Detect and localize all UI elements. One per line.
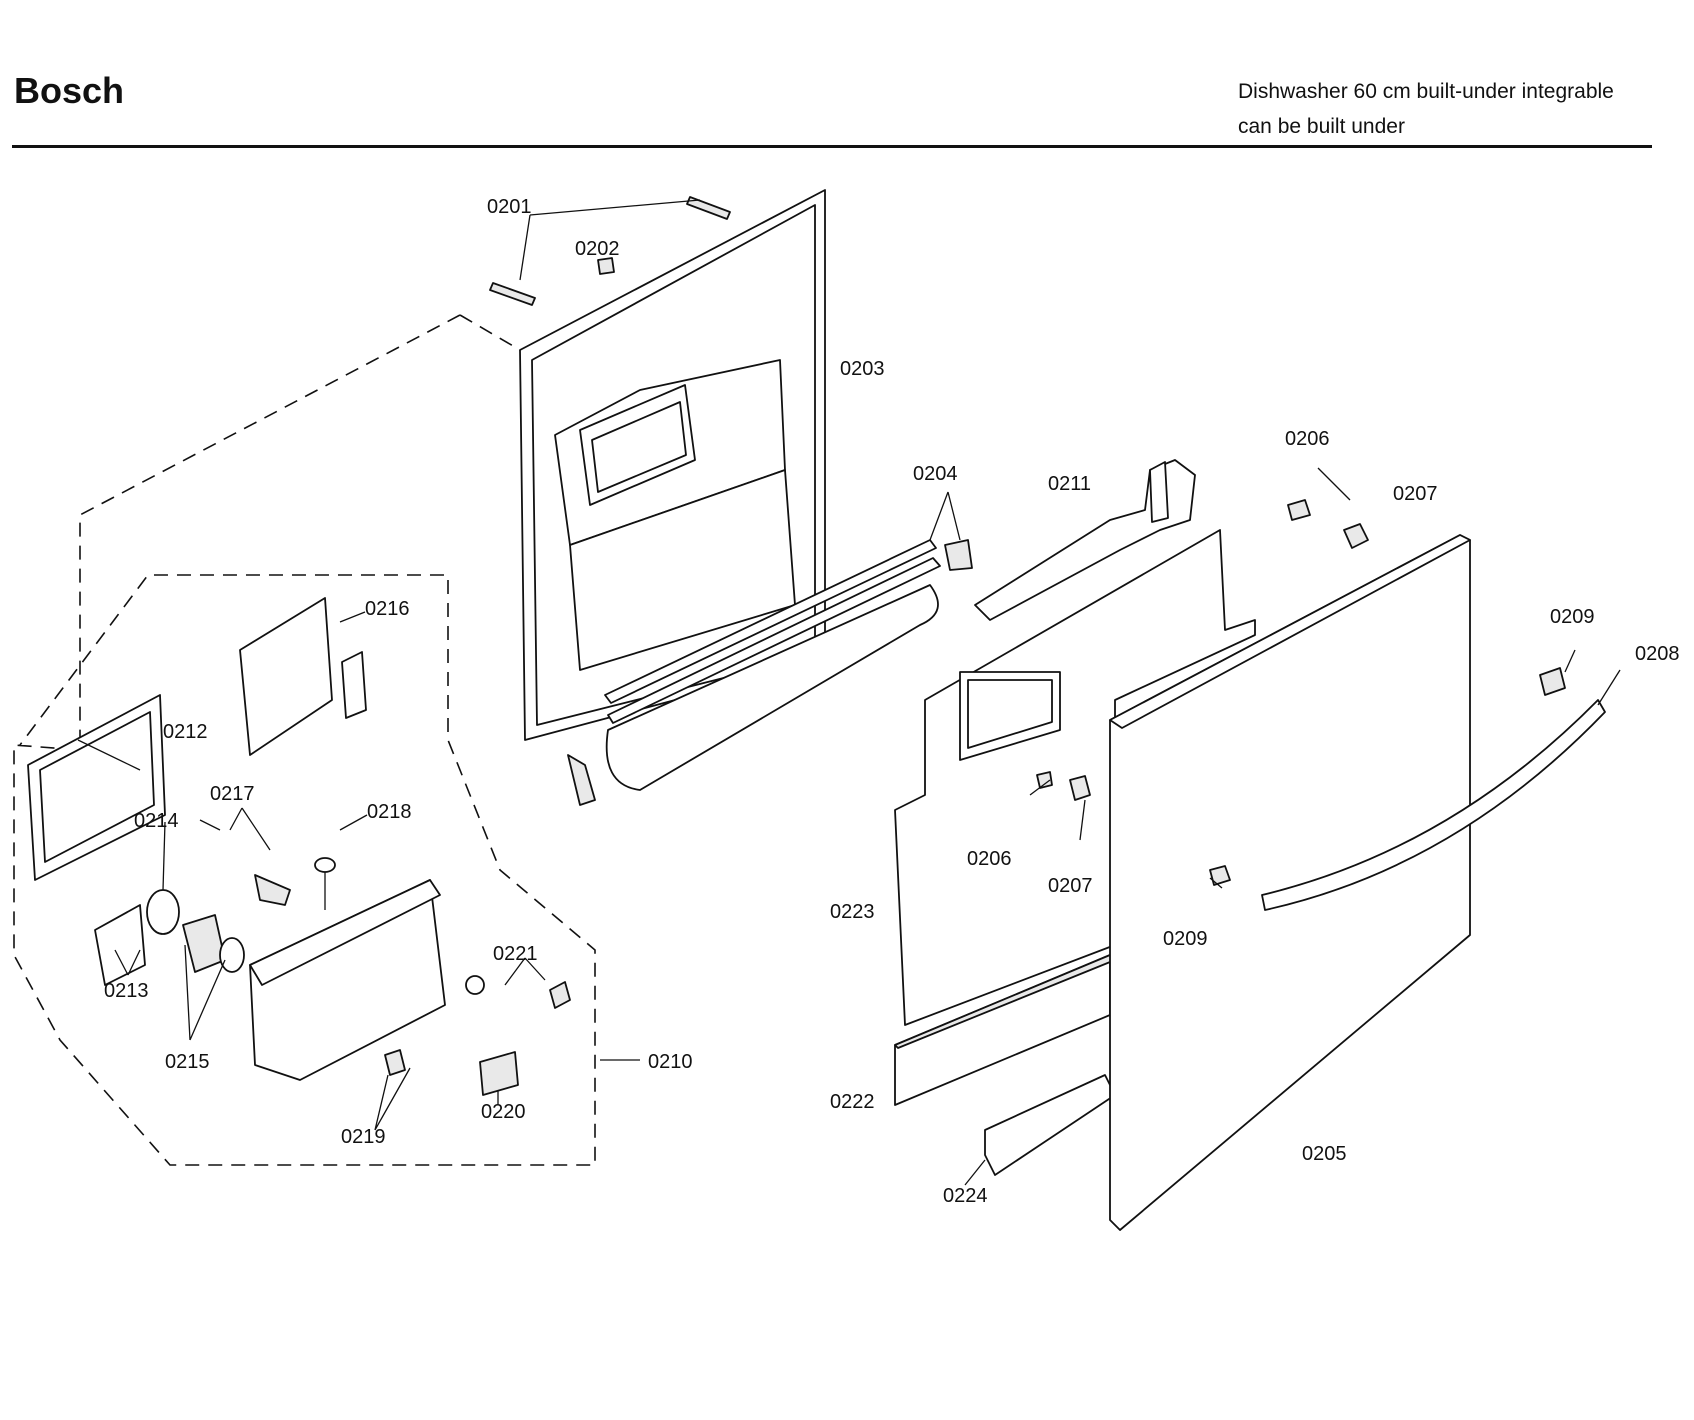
- brand-title: Bosch: [14, 70, 125, 111]
- outer-door-panel-part: [1109, 534, 1471, 1231]
- callout-0209-upper: 0209: [1550, 606, 1595, 628]
- callout-0218: 0218: [367, 801, 412, 823]
- hinge-bracket-part: [974, 459, 1196, 621]
- callout-0213: 0213: [104, 980, 149, 1002]
- inner-door-part: [519, 189, 826, 741]
- callout-0224: 0224: [943, 1185, 988, 1207]
- callout-0207-upper: 0207: [1393, 483, 1438, 505]
- dispenser-assembly-parts: [27, 597, 571, 1096]
- knob-parts: [1036, 499, 1566, 886]
- header-divider: [12, 145, 1652, 148]
- callout-0212: 0212: [163, 721, 208, 743]
- callout-0206-upper: 0206: [1285, 428, 1330, 450]
- callout-0214: 0214: [134, 810, 179, 832]
- callout-0210: 0210: [648, 1051, 693, 1073]
- model-description-line-1: Dishwasher 60 cm built-under integrable: [1238, 80, 1614, 103]
- callout-0204: 0204: [913, 463, 958, 485]
- callout-0219: 0219: [341, 1126, 386, 1148]
- callout-labels: 0201 0202 0203 0204 0205 0206 0207 0209 …: [104, 196, 1680, 1207]
- leader-lines: [77, 199, 1621, 1186]
- screw-part-0202: [597, 257, 615, 275]
- callout-0203: 0203: [840, 358, 885, 380]
- handle-strip-part: [984, 1074, 1116, 1176]
- callout-0201: 0201: [487, 196, 532, 218]
- seal-strip-part: [567, 539, 973, 806]
- callout-0205: 0205: [1302, 1143, 1347, 1165]
- callout-0215: 0215: [165, 1051, 210, 1073]
- model-description-line-2: can be built under: [1238, 115, 1405, 138]
- callout-0208: 0208: [1635, 643, 1680, 665]
- callout-0206-lower: 0206: [967, 848, 1012, 870]
- callout-0211: 0211: [1048, 473, 1091, 495]
- callout-0217: 0217: [210, 783, 255, 805]
- callout-0202: 0202: [575, 238, 620, 260]
- callout-0209-lower: 0209: [1163, 928, 1208, 950]
- callout-0221: 0221: [493, 943, 538, 965]
- callout-0223: 0223: [830, 901, 875, 923]
- front-panel-part: [894, 529, 1256, 1026]
- handle-bar-part: [1261, 699, 1606, 911]
- callout-0216: 0216: [365, 598, 410, 620]
- callout-0207-lower: 0207: [1048, 875, 1093, 897]
- model-description: Dishwasher 60 cm built-under integrable …: [1238, 74, 1614, 144]
- callout-0222: 0222: [830, 1091, 875, 1113]
- callout-0220: 0220: [481, 1101, 526, 1123]
